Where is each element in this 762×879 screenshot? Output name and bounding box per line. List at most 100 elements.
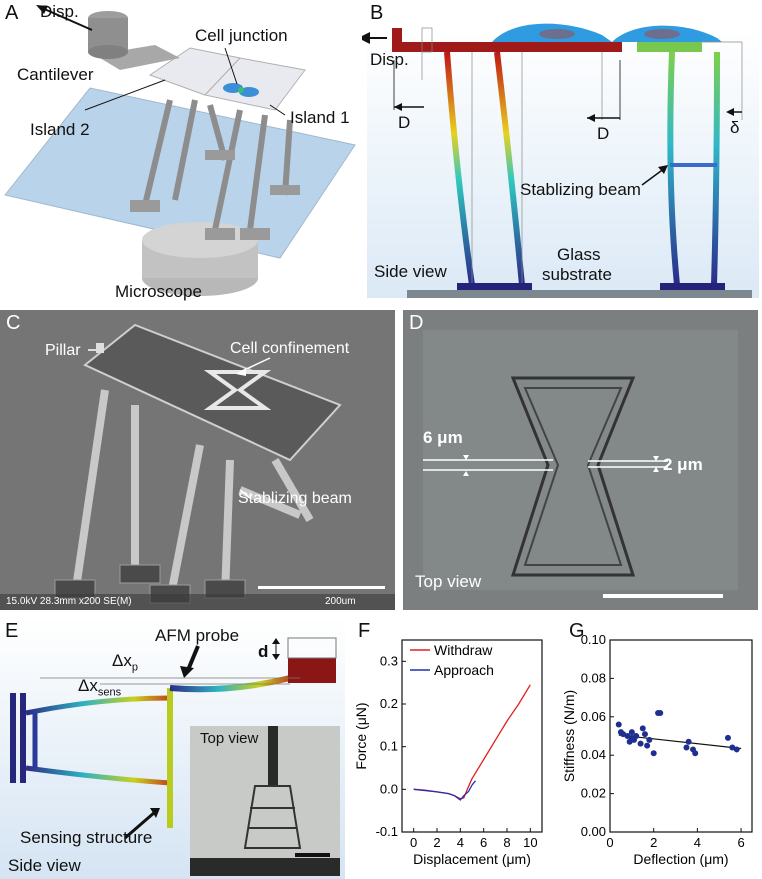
data-point [615,721,622,728]
label-side-view-e: Side view [8,856,81,875]
panel-a-illustration [4,5,356,296]
x-tick-label: 6 [737,835,744,850]
panel-b-illustration [362,23,759,298]
x-tick-label: 10 [523,835,537,850]
label-d-1: D [398,113,411,132]
x-tick-label: 4 [694,835,701,850]
x-axis-label: Deflection (μm) [633,851,728,867]
y-tick-label: 0.1 [380,739,398,754]
label-afm-probe: AFM probe [155,626,240,645]
x-tick-label: 2 [433,835,440,850]
panel-b: B [362,0,762,305]
label-pillar: Pillar [45,342,81,359]
panel-letter-b: B [370,2,384,24]
label-microscope: Microscope [115,282,202,301]
label-disp-b: Disp. [370,50,409,69]
panel-d: D 6 μm 2 μm Top view [403,310,758,610]
y-tick-label: 0.00 [581,824,606,839]
y-axis-label: Force (μN) [353,702,369,769]
label-dx-sens-main: Δx [78,676,98,695]
data-point [646,736,653,743]
y-tick-label: 0.06 [581,709,606,724]
panel-e: E AFM probe d Δxp Δxsens Top view Sensin… [0,618,345,879]
label-island-1: Island 1 [290,108,350,127]
label-stablizing-beam-b: Stablizing beam [520,180,641,199]
panel-letter-a: A [5,2,19,24]
data-point [641,731,648,738]
y-axis-label: Stiffness (N/m) [561,690,577,782]
data-point [639,725,646,732]
data-point [628,729,635,736]
x-tick-label: 2 [650,835,657,850]
y-tick-label: 0.0 [380,781,398,796]
data-point [657,709,664,716]
label-glass: Glass [557,245,601,264]
label-dx-p-sub: p [131,661,138,674]
label-top-view-d: Top view [415,572,482,591]
x-tick-label: 0 [410,835,417,850]
x-tick-label: 0 [606,835,613,850]
panel-d-microscopy-image [403,310,758,610]
sem-scale-label: 200um [325,596,356,607]
label-dx-sens: Δxsens [78,676,121,698]
panel-letter-e: E [5,620,19,642]
label-delta: δ [730,118,740,137]
label-side-view-b: Side view [374,262,447,281]
y-tick-label: -0.1 [376,824,398,839]
data-point [633,733,640,739]
y-tick-label: 0.10 [581,632,606,647]
panel-letter-f: F [358,620,371,642]
y-tick-label: 0.3 [380,653,398,668]
panel-c-sem-image [0,310,395,610]
label-d-e: d [258,642,269,661]
data-point [685,738,692,745]
legend-label-withdraw: Withdraw [434,642,493,658]
panel-letter-d: D [409,312,424,334]
label-island-2: Island 2 [30,120,90,139]
y-tick-label: 0.02 [581,786,606,801]
y-tick-label: 0.04 [581,747,606,762]
label-cell-junction: Cell junction [195,26,288,45]
label-substrate: substrate [542,265,612,284]
plot-frame [401,639,543,833]
label-6-um: 6 μm [423,428,463,447]
data-point [683,744,690,751]
label-2-um: 2 μm [663,455,703,474]
label-top-view-e: Top view [200,730,259,747]
label-cell-confinement: Cell confinement [230,340,350,357]
y-tick-label: 0.2 [380,696,398,711]
label-sensing-structure: Sensing structure [20,828,153,847]
panel-a: A [0,0,360,305]
panel-letter-g: G [569,620,585,642]
y-tick-label: 0.08 [581,670,606,685]
label-stablizing-beam-c: Stablizing beam [238,490,352,507]
x-axis-label: Displacement (μm) [413,851,531,867]
plot-frame [609,639,753,833]
series-line-withdraw [413,684,531,800]
x-tick-label: 6 [480,835,487,850]
data-point [637,740,644,747]
panel-letter-c: C [6,312,21,334]
data-point [650,750,657,757]
fit-line [618,734,742,750]
label-dx-p: Δxp [112,651,138,673]
label-disp-a: Disp. [40,2,79,21]
sem-info: 15.0kV 28.3mm x200 SE(M) [6,596,132,607]
label-d-2: D [597,124,610,143]
panel-c: C Pillar Cell confinement Stablizing bea… [0,310,395,610]
data-point [733,746,740,753]
x-tick-label: 8 [503,835,510,850]
label-dx-sens-sub: sens [97,686,122,699]
data-point [692,750,699,757]
data-point [644,742,651,749]
legend-label-approach: Approach [434,662,494,678]
data-point [724,734,731,741]
label-cantilever: Cantilever [17,65,94,84]
panel-e-illustration [0,618,345,879]
series-line-approach [413,780,477,801]
label-dx-p-main: Δx [112,651,132,670]
